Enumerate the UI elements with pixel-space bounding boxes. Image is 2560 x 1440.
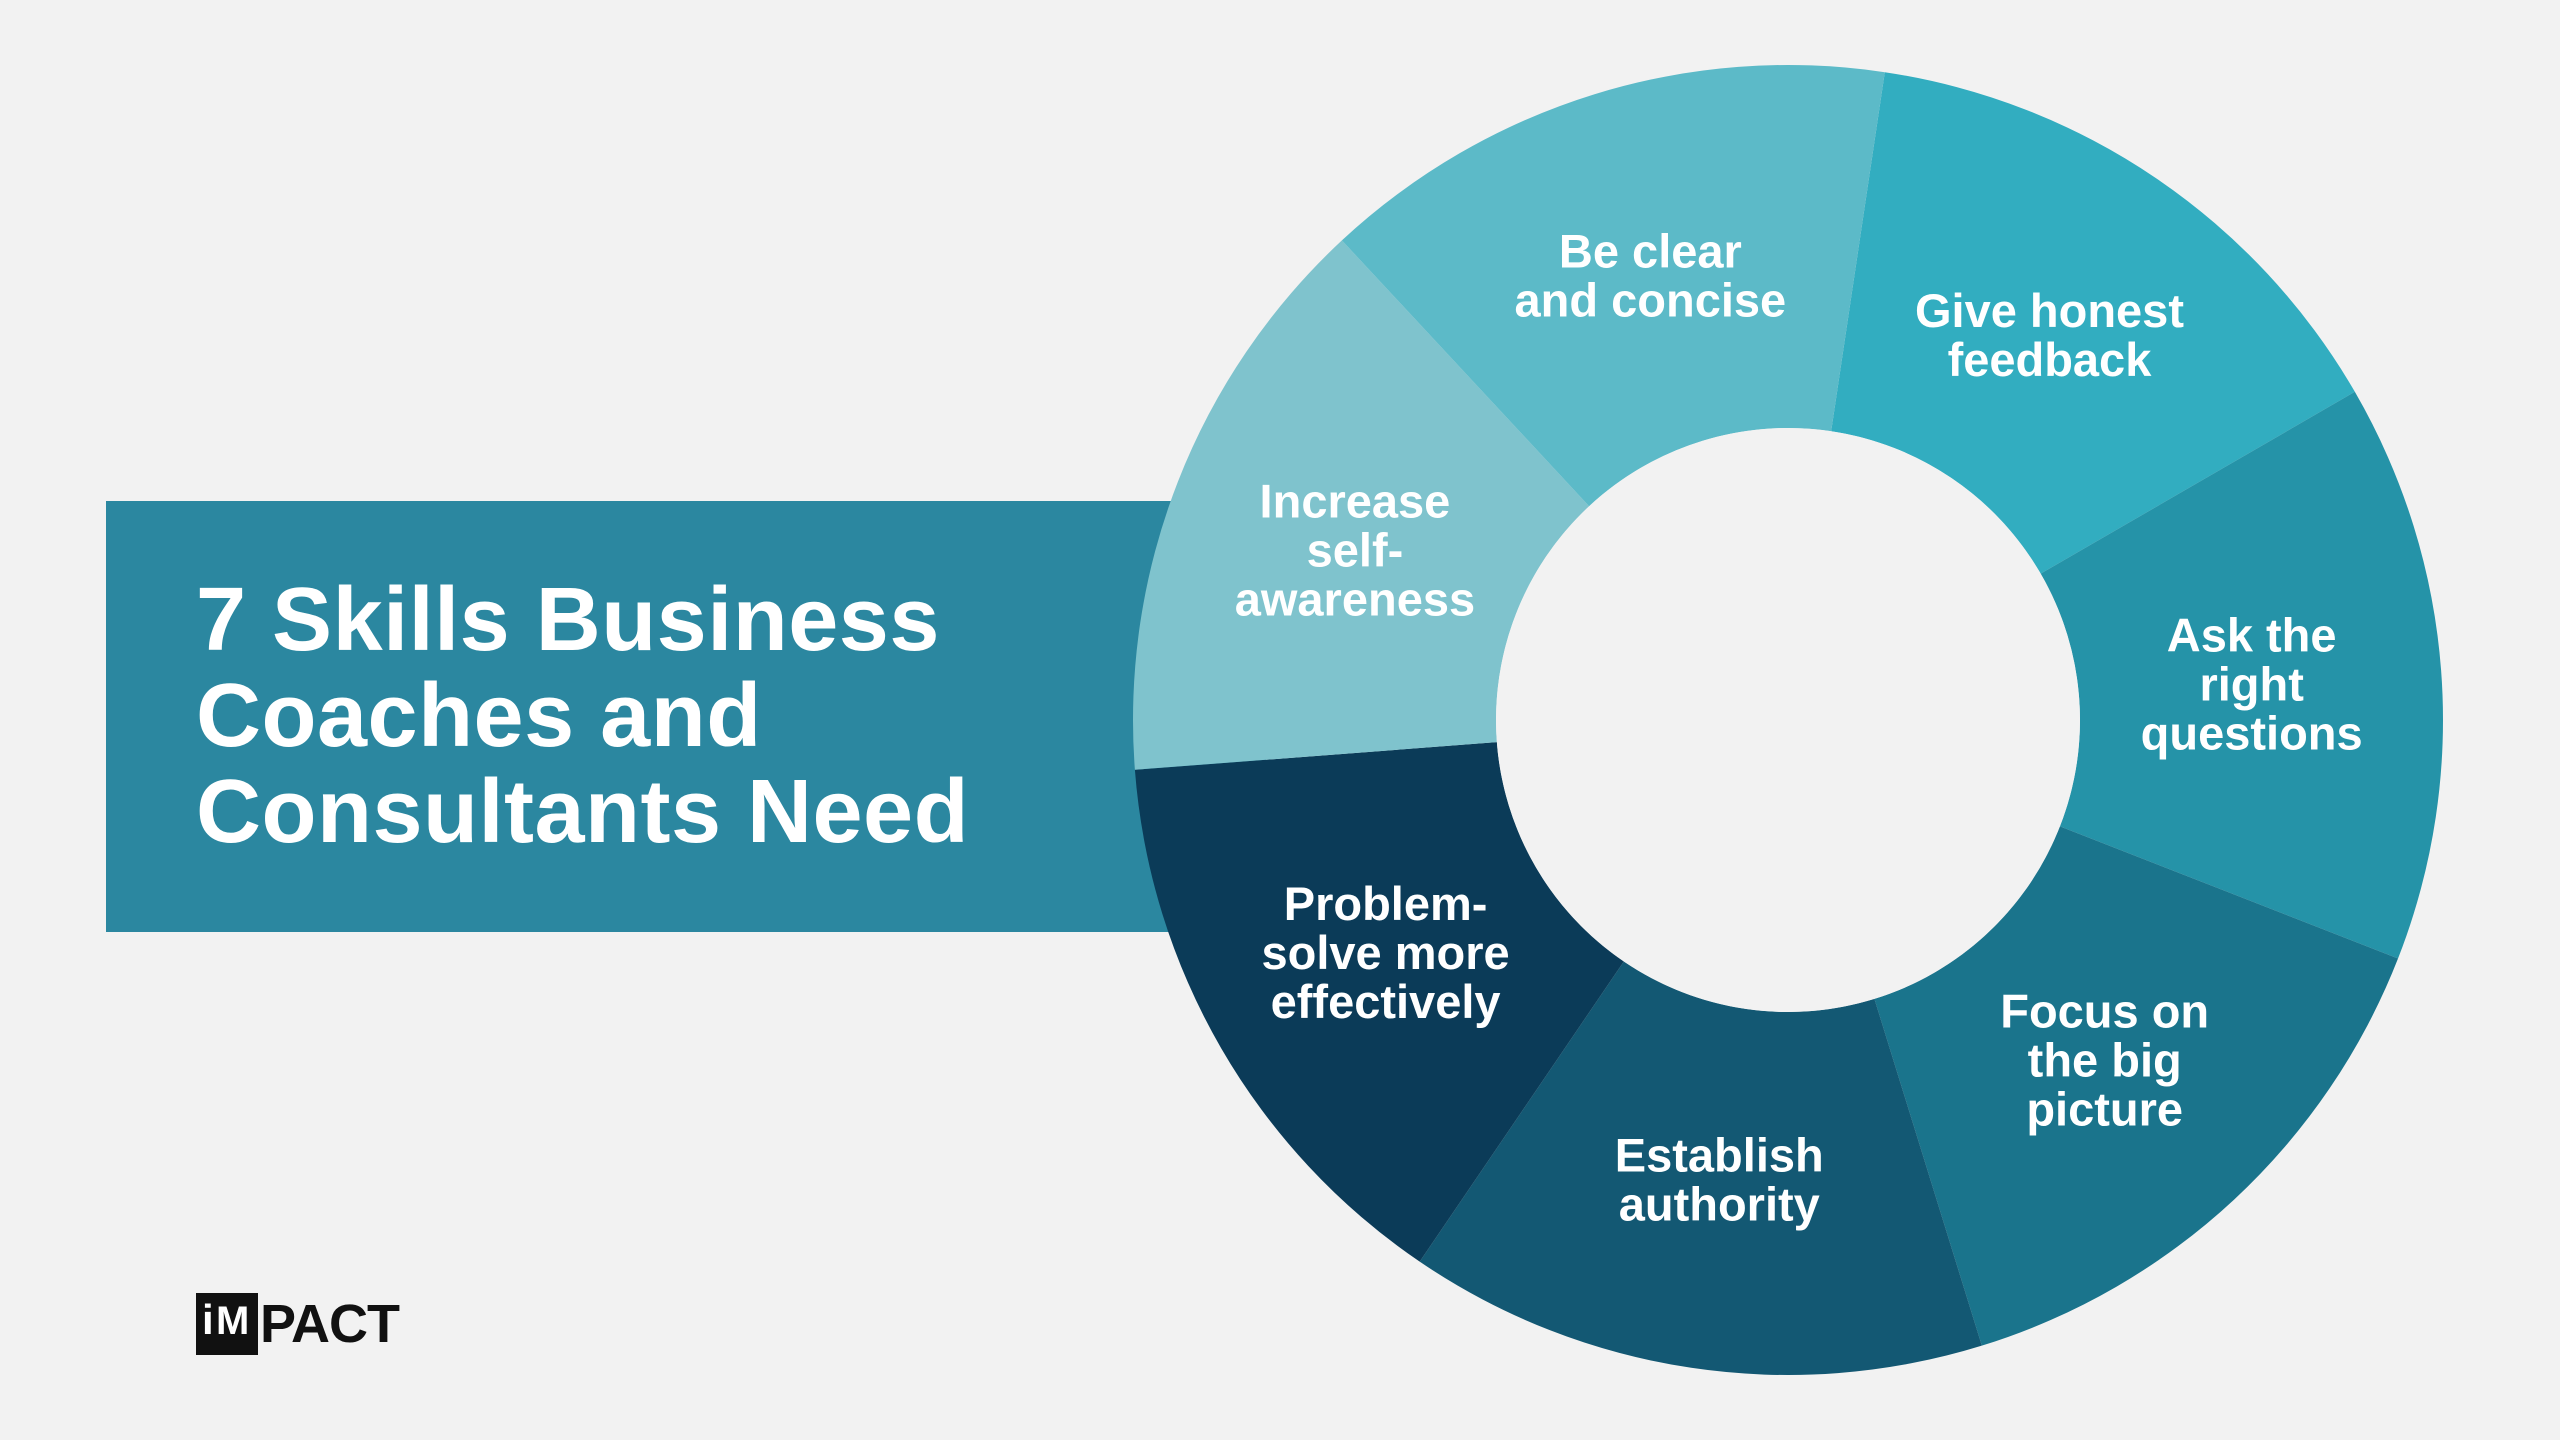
segment-label-line: solve more [1261, 926, 1509, 979]
segment-label-line: Problem- [1284, 877, 1488, 930]
title-band [106, 501, 1266, 932]
segment-label-line: the big [2028, 1033, 2182, 1086]
segment-label-line: Ask the [2167, 609, 2337, 662]
segment-label-line: Be clear [1559, 224, 1742, 277]
page-title: 7 Skills Business Coaches and Consultant… [196, 572, 1196, 860]
wheel-segments [1133, 65, 2443, 1375]
segment-label-line: feedback [1948, 333, 2153, 386]
segment-label-line: Increase [1260, 475, 1451, 528]
segment-label-line: Focus on [2000, 984, 2209, 1037]
wheel-center [1496, 428, 2080, 1012]
segment-label-line: effectively [1271, 975, 1501, 1028]
wheel-segment [2040, 391, 2443, 959]
segment-label-line: picture [2026, 1082, 2183, 1135]
title-line: Consultants Need [196, 762, 970, 862]
title-line: 7 Skills Business [196, 570, 940, 670]
segment-label-line: awareness [1235, 573, 1475, 626]
wheel-segment [1134, 742, 1624, 1262]
segment-label-line: and concise [1515, 273, 1787, 326]
wheel-segment [1874, 826, 2399, 1346]
segment-label-line: Give honest [1915, 284, 2184, 337]
segment-label-line: self- [1307, 524, 1404, 577]
logo-mark-letter: M [216, 1299, 250, 1343]
logo-mark-letter: i [202, 1296, 214, 1343]
title-line: Coaches and [196, 666, 762, 766]
wheel-segment [1831, 72, 2355, 574]
wheel-segment [1419, 961, 1982, 1375]
segment-label-line: right [2199, 658, 2304, 711]
impact-logo: i M PACT [196, 1293, 400, 1355]
segment-label-line: authority [1619, 1177, 1820, 1230]
wheel-segment [1133, 240, 1590, 770]
impact-logo-mark-icon: i M [196, 1293, 258, 1355]
logo-wordmark: PACT [260, 1294, 400, 1354]
segment-label-line: Establish [1615, 1128, 1824, 1181]
segment-label-line: questions [2141, 707, 2363, 760]
wheel-segment [1341, 65, 1885, 507]
